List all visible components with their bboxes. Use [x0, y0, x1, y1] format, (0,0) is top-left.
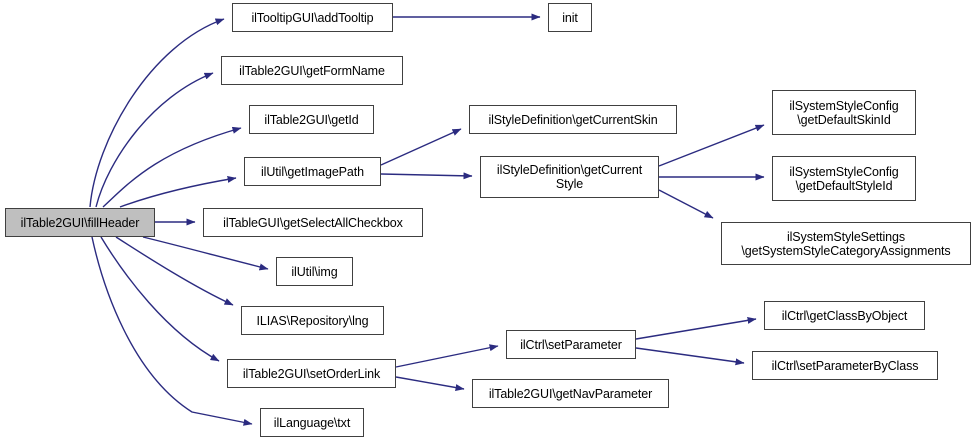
graph-node-label: ilTable2GUI\fillHeader: [20, 215, 140, 230]
graph-edge-getCurrentStyle-to-getSystemStyleCategoryAssignments: [658, 189, 714, 219]
graph-node-label: ilCtrl\getClassByObject: [781, 308, 908, 323]
graph-edge-fillHeader-to-getImagePath: [119, 175, 237, 208]
graph-node-label: ilUtil\img: [291, 264, 338, 279]
graph-node-label: ilTableGUI\getSelectAllCheckbox: [223, 215, 403, 230]
graph-node-label: ilSystemStyleSettings \getSystemStyleCat…: [741, 229, 951, 258]
graph-node-getCurrentSkin[interactable]: ilStyleDefinition\getCurrentSkin: [469, 105, 677, 134]
graph-node-label: ILIAS\Repository\lng: [256, 313, 369, 328]
graph-node-getDefaultSkinId[interactable]: ilSystemStyleConfig \getDefaultSkinId: [772, 90, 916, 135]
graph-node-label: ilCtrl\setParameterByClass: [771, 358, 919, 373]
graph-node-label: ilStyleDefinition\getCurrentSkin: [488, 112, 658, 127]
graph-node-getImagePath[interactable]: ilUtil\getImagePath: [244, 157, 381, 186]
graph-node-getClassByObject[interactable]: ilCtrl\getClassByObject: [764, 301, 925, 330]
graph-node-fillHeader[interactable]: ilTable2GUI\fillHeader: [5, 208, 155, 237]
graph-node-getNavParameter[interactable]: ilTable2GUI\getNavParameter: [472, 379, 669, 408]
graph-node-getCurrentStyle[interactable]: ilStyleDefinition\getCurrent Style: [480, 156, 659, 198]
graph-edge-setOrderLink-to-setParameter: [395, 344, 499, 368]
graph-node-label: ilTable2GUI\getId: [264, 112, 359, 127]
graph-node-label: ilCtrl\setParameter: [520, 337, 622, 352]
graph-node-txt[interactable]: ilLanguage\txt: [260, 408, 364, 437]
graph-node-lng[interactable]: ILIAS\Repository\lng: [241, 306, 384, 335]
graph-edge-fillHeader-to-getId: [102, 126, 242, 208]
graph-node-label: ilLanguage\txt: [273, 415, 351, 430]
graph-node-label: ilSystemStyleConfig \getDefaultStyleId: [789, 164, 899, 193]
graph-node-getFormName[interactable]: ilTable2GUI\getFormName: [221, 56, 403, 85]
graph-node-label: ilStyleDefinition\getCurrent Style: [496, 163, 643, 191]
graph-node-getSelectAllCheckbox[interactable]: ilTableGUI\getSelectAllCheckbox: [203, 208, 423, 237]
graph-node-setParameterByClass[interactable]: ilCtrl\setParameterByClass: [752, 351, 938, 380]
graph-node-addTooltip[interactable]: ilTooltipGUI\addTooltip: [232, 3, 393, 32]
graph-node-img[interactable]: ilUtil\img: [276, 257, 353, 286]
graph-edge-getImagePath-to-getCurrentStyle: [380, 172, 473, 180]
graph-edge-getImagePath-to-getCurrentSkin: [380, 128, 462, 166]
graph-node-label: ilTooltipGUI\addTooltip: [251, 10, 374, 25]
graph-edge-fillHeader-to-addTooltip: [89, 18, 225, 208]
graph-node-init[interactable]: init: [548, 3, 592, 32]
graph-node-getId[interactable]: ilTable2GUI\getId: [249, 105, 374, 134]
graph-node-label: ilTable2GUI\setOrderLink: [242, 366, 381, 381]
graph-edge-setParameter-to-getClassByObject: [635, 316, 757, 340]
graph-node-getDefaultStyleId[interactable]: ilSystemStyleConfig \getDefaultStyleId: [772, 156, 916, 201]
graph-edge-fillHeader-to-lng: [115, 236, 234, 306]
graph-node-getSystemStyleCategoryAssignments[interactable]: ilSystemStyleSettings \getSystemStyleCat…: [721, 222, 971, 265]
graph-edge-fillHeader-to-setOrderLink: [100, 236, 220, 362]
graph-node-label: ilTable2GUI\getNavParameter: [488, 386, 653, 401]
graph-edge-fillHeader-to-getFormName: [95, 72, 214, 208]
graph-node-label: ilUtil\getImagePath: [260, 164, 364, 179]
graph-node-label: ilSystemStyleConfig \getDefaultSkinId: [789, 98, 899, 127]
graph-edge-fillHeader-to-img: [142, 236, 269, 271]
graph-node-label: ilTable2GUI\getFormName: [239, 63, 385, 78]
graph-node-setParameter[interactable]: ilCtrl\setParameter: [506, 330, 636, 359]
graph-edge-setParameter-to-setParameterByClass: [635, 347, 745, 366]
graph-edge-fillHeader-to-txt: [91, 236, 253, 426]
graph-node-label: init: [562, 10, 578, 25]
graph-node-setOrderLink[interactable]: ilTable2GUI\setOrderLink: [227, 359, 396, 388]
graph-edge-setOrderLink-to-getNavParameter: [395, 376, 465, 391]
